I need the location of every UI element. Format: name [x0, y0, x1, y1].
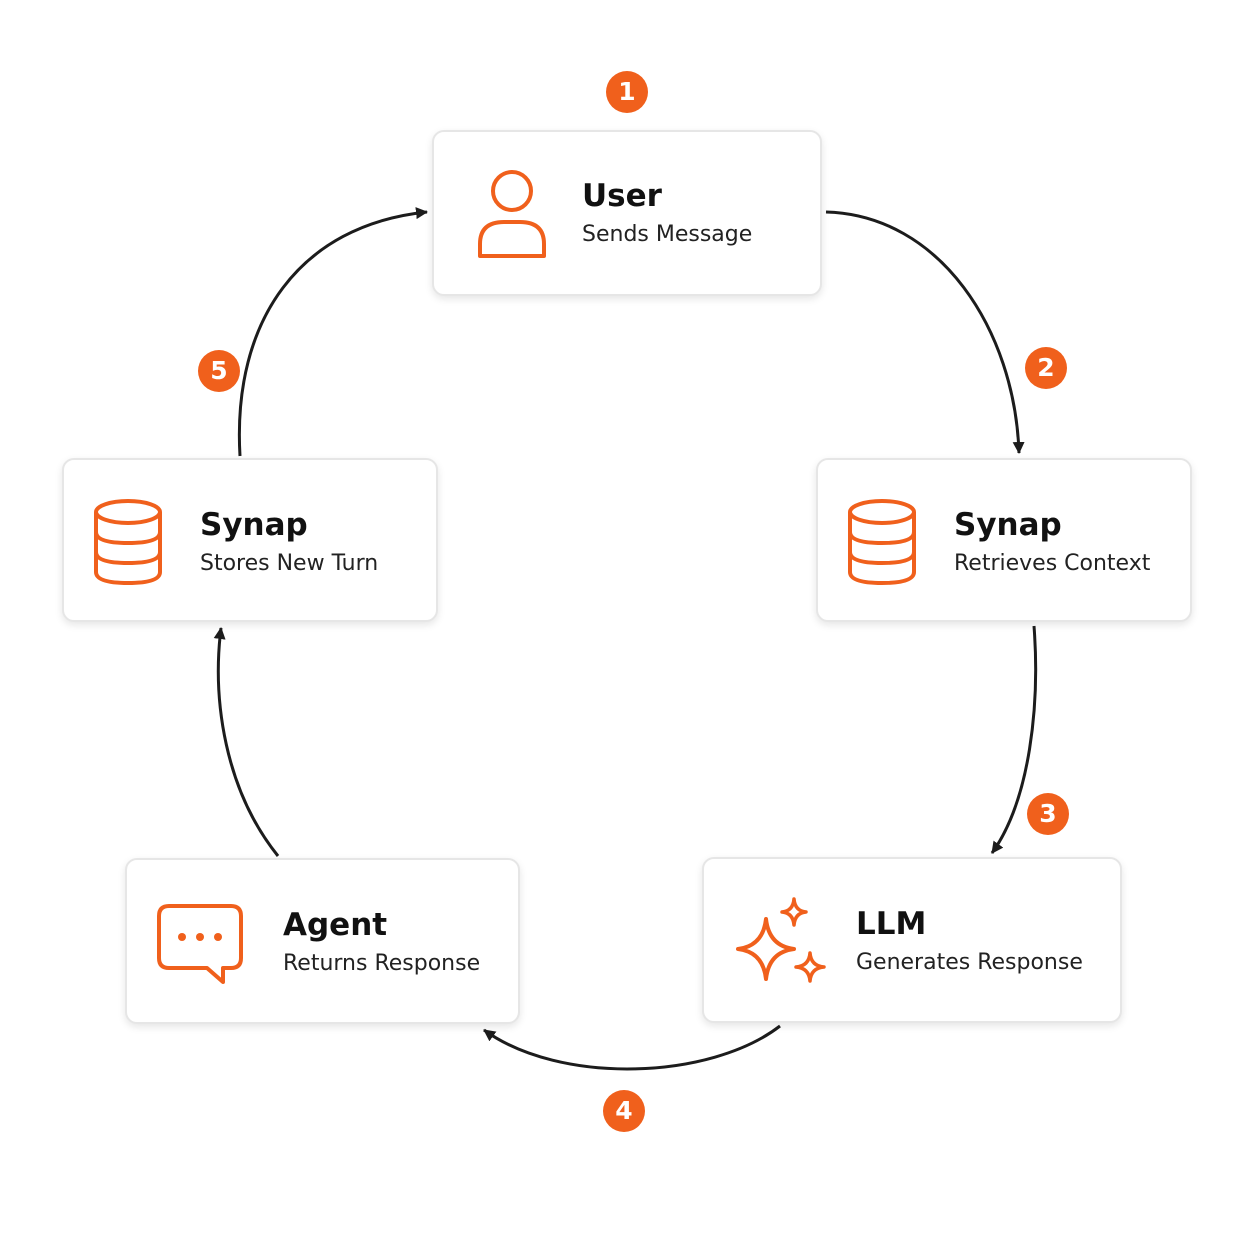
node-subtitle: Sends Message: [582, 222, 753, 247]
node-agent-card: Agent Returns Response: [125, 858, 520, 1024]
node-synap-store-card: Synap Stores New Turn: [62, 458, 438, 622]
node-subtitle: Stores New Turn: [200, 551, 379, 576]
node-llm-card: LLM Generates Response: [702, 857, 1122, 1023]
node-subtitle: Retrieves Context: [954, 551, 1151, 576]
database-icon: [846, 498, 918, 586]
step-badge-4: 4: [603, 1090, 645, 1132]
step-badge-5: 5: [198, 350, 240, 392]
user-icon: [476, 170, 548, 260]
arrow-agent-to-store: [213, 627, 280, 857]
node-title: LLM: [856, 906, 927, 942]
chat-bubble-icon: [155, 902, 245, 988]
node-title: Agent: [283, 907, 388, 943]
step-badge-3: 3: [1027, 793, 1069, 835]
sparkles-icon: [732, 895, 828, 991]
arrow-user-to-retrieve: [825, 210, 1025, 454]
node-user-card: User Sends Message: [432, 130, 822, 296]
node-synap-retrieve-card: Synap Retrieves Context: [816, 458, 1192, 622]
arrow-retrieve-to-llm: [990, 625, 1038, 854]
step-badge-2: 2: [1025, 347, 1067, 389]
node-title: User: [582, 178, 662, 214]
node-subtitle: Returns Response: [283, 951, 481, 976]
arrow-llm-to-agent: [483, 1024, 781, 1071]
node-title: Synap: [954, 507, 1062, 543]
arrow-store-to-user: [237, 207, 428, 457]
database-icon: [92, 498, 164, 586]
step-badge-1: 1: [606, 71, 648, 113]
node-subtitle: Generates Response: [856, 950, 1083, 975]
node-title: Synap: [200, 507, 308, 543]
